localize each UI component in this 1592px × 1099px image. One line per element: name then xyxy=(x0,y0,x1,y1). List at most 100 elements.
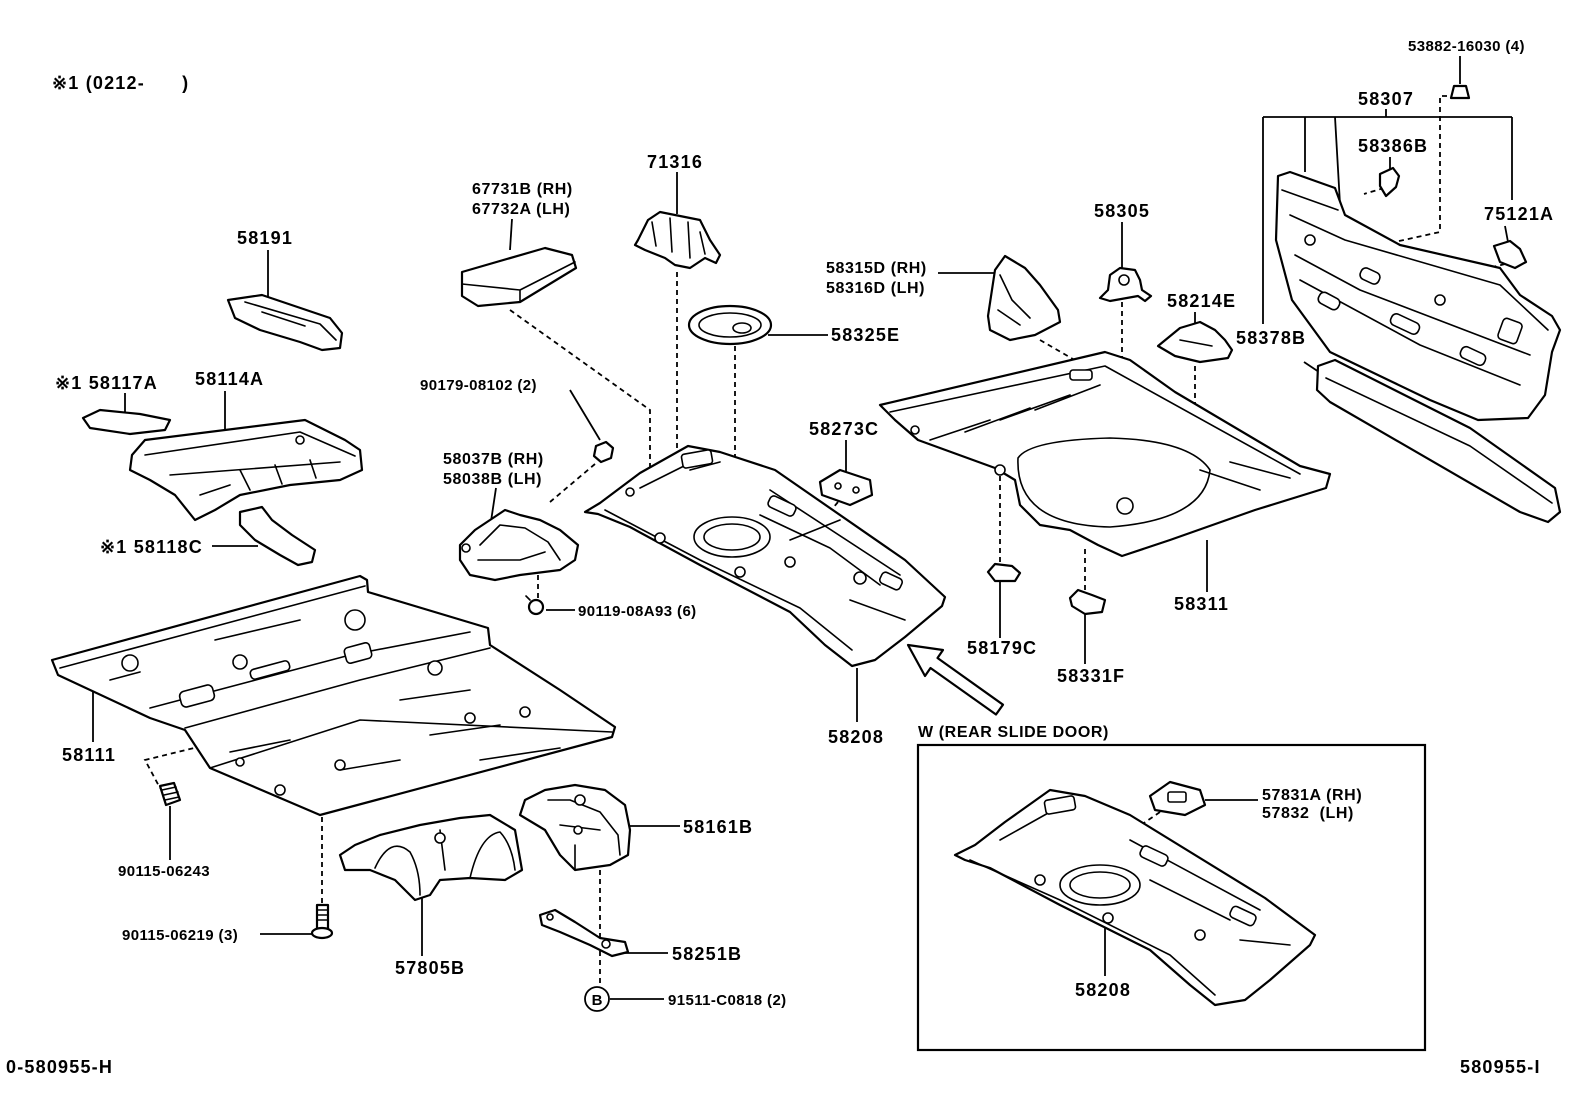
cover-inner xyxy=(698,312,762,338)
part-57831a-bracket xyxy=(1148,780,1207,817)
brace-hole xyxy=(546,913,554,921)
floor-large-hole-rim xyxy=(703,523,761,551)
guide-53882 xyxy=(1389,95,1456,244)
leader-58307-bracket xyxy=(1262,109,1513,324)
bracket-body xyxy=(458,508,580,582)
bracket-body xyxy=(633,210,722,270)
floor-hole xyxy=(121,654,139,672)
floor-hole xyxy=(654,532,666,544)
crossmember-body xyxy=(128,418,364,522)
label-58038b: 58038B (LH) xyxy=(443,471,542,488)
part-58117a-plate xyxy=(81,408,172,436)
label-57831a: 57831A (RH) xyxy=(1262,787,1362,804)
label-58214e: 58214E xyxy=(1167,291,1236,311)
guide-67731b xyxy=(509,309,651,470)
view-caption: W (REAR SLIDE DOOR) xyxy=(918,724,1109,741)
bolt-shank xyxy=(315,903,330,932)
label-58114a: 58114A xyxy=(195,369,264,389)
clip-body xyxy=(1449,84,1471,100)
floor-hole xyxy=(1194,929,1206,941)
arrow-shape xyxy=(906,643,1005,716)
part-75121a-clip xyxy=(1492,239,1528,270)
label-53882: 53882-16030 (4) xyxy=(1408,38,1525,55)
brace-hole xyxy=(601,939,611,949)
label-58311: 58311 xyxy=(1174,594,1229,614)
label-58251b: 58251B xyxy=(672,944,742,964)
panel-hole xyxy=(1359,267,1381,285)
label-58111: 58111 xyxy=(62,745,116,765)
floor-hole xyxy=(1034,874,1046,886)
panel-hole xyxy=(1459,345,1487,367)
floor-hole xyxy=(734,566,746,578)
floor-hole xyxy=(853,571,867,585)
floor-detail xyxy=(604,457,906,651)
part-57805b-tunnel-brace xyxy=(338,813,524,902)
floor-large-hole xyxy=(693,516,771,558)
floor-slot xyxy=(680,449,714,469)
part-67731b-trim-block xyxy=(460,246,578,308)
sill-outline xyxy=(1315,358,1562,524)
part-90115-06219-bolt xyxy=(310,903,334,940)
floor-slot xyxy=(343,642,373,664)
bracket-body xyxy=(1068,588,1107,616)
label-58118c: ※1 58118C xyxy=(100,537,203,557)
spare-tire-well xyxy=(1017,437,1211,528)
crossmember-hole xyxy=(574,794,586,806)
part-58179c-plate xyxy=(986,562,1022,583)
panel-hole xyxy=(1389,313,1421,335)
label-58273c: 58273C xyxy=(809,419,879,439)
view-marker-b: B xyxy=(584,986,610,1012)
bolt-detail xyxy=(525,595,531,601)
marker-circle xyxy=(584,986,610,1012)
bolt-head xyxy=(310,926,334,940)
floor-slot xyxy=(1043,795,1077,815)
floor-hole xyxy=(235,757,245,767)
floor-hole xyxy=(274,784,286,796)
label-90115-06243: 90115-06243 xyxy=(118,863,210,880)
floor-hole xyxy=(344,609,366,631)
part-53882-clip xyxy=(1449,84,1471,100)
block-body xyxy=(460,246,578,308)
leader-90179 xyxy=(569,389,601,441)
label-90179: 90179-08102 (2) xyxy=(420,377,537,394)
bracket-hole xyxy=(461,543,471,553)
label-58325e: 58325E xyxy=(831,325,900,345)
label-58037b: 58037B (RH) xyxy=(443,451,544,468)
leader-lines xyxy=(92,56,1513,1000)
part-58037b-bracket xyxy=(458,508,580,582)
extension-body xyxy=(986,254,1062,342)
panel-hole xyxy=(1317,291,1341,311)
brace-hole xyxy=(434,832,446,844)
part-90179-nut xyxy=(592,440,615,464)
label-58179c: 58179C xyxy=(967,638,1037,658)
crossmember-hole xyxy=(573,825,583,835)
label-58208: 58208 xyxy=(828,727,884,747)
label-58117a: ※1 58117A xyxy=(55,373,158,393)
floor-slot xyxy=(1139,845,1169,867)
cover-outer xyxy=(687,304,773,346)
part-58305-bracket xyxy=(1098,266,1153,303)
bolt-head xyxy=(527,598,545,616)
part-90119-bolt xyxy=(525,595,545,616)
floor-slot xyxy=(178,684,216,708)
crossmember-detail xyxy=(144,431,356,496)
part-90115-06243-bolt xyxy=(158,781,182,807)
part-58111-front-floor-pan xyxy=(50,574,617,817)
bracket-slot xyxy=(1167,791,1187,803)
part-58161b-crossmember xyxy=(518,783,632,872)
applicability-note: ※1 (0212- ) xyxy=(52,73,189,93)
part-58191-bracket xyxy=(226,293,344,352)
floor-hole xyxy=(232,654,248,670)
view-w-arrow xyxy=(906,643,1005,716)
floor-hole xyxy=(994,464,1006,476)
guide-90115-06243 xyxy=(143,688,301,789)
guide-58315d xyxy=(1039,339,1079,363)
callout-labels: ※1 (0212- ) 53882-16030 (4) 58307 58386B… xyxy=(6,38,1553,1077)
label-57805b: 57805B xyxy=(395,958,465,978)
extension-detail xyxy=(997,274,1031,326)
cover-center xyxy=(732,322,752,334)
clip-body xyxy=(1492,239,1528,270)
floor-large-hole-rim xyxy=(1069,871,1131,899)
leader-67731b xyxy=(509,218,513,251)
label-90119: 90119-08A93 (6) xyxy=(578,603,697,620)
